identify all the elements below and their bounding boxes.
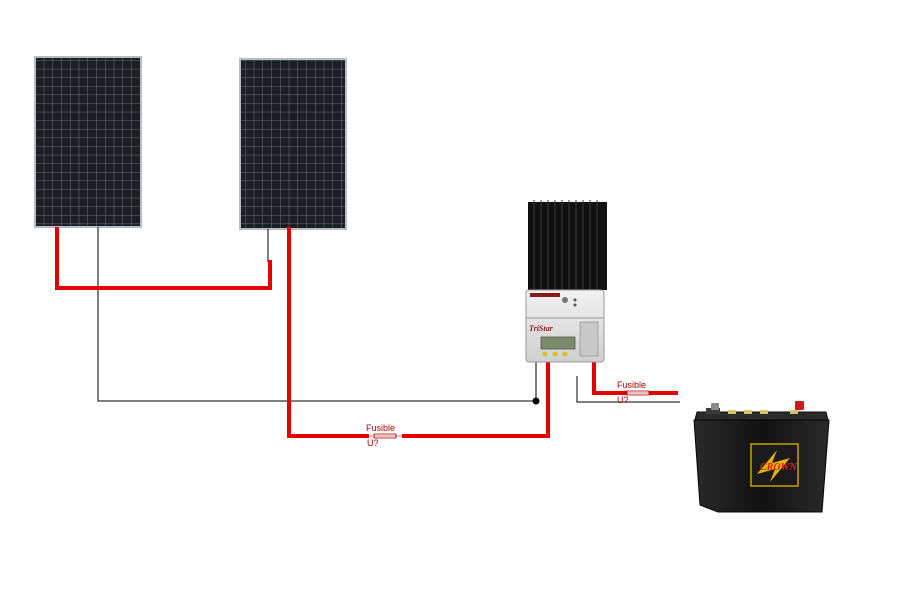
panel1-negative-wire bbox=[97, 227, 536, 402]
controller-button bbox=[542, 351, 548, 357]
fuse-ref: U? bbox=[367, 438, 379, 448]
battery-sticker bbox=[728, 410, 736, 414]
controller-button bbox=[562, 351, 568, 357]
panel-series-wire bbox=[55, 227, 272, 290]
heatsink bbox=[528, 200, 607, 290]
controller-display bbox=[540, 336, 576, 350]
controller-button bbox=[552, 351, 558, 357]
battery-brand: CROWN bbox=[760, 462, 797, 473]
controller-battery-negative-wire bbox=[576, 376, 680, 403]
solar-panel-icon bbox=[34, 56, 142, 228]
controller-led bbox=[562, 297, 568, 303]
battery-sticker bbox=[790, 410, 798, 414]
fuse-to-controller-wire bbox=[402, 359, 550, 438]
junction-dot bbox=[532, 397, 540, 405]
controller-led bbox=[573, 303, 577, 307]
battery: CROWN bbox=[693, 401, 830, 513]
solar-panel-2 bbox=[239, 58, 347, 230]
controller-to-battery-fuse-wire bbox=[592, 360, 630, 395]
controller-terminal-cover bbox=[579, 321, 599, 357]
fuse-label: Fusible bbox=[617, 380, 646, 390]
battery-sticker bbox=[760, 410, 768, 414]
pv-positive-to-fuse-wire bbox=[287, 227, 369, 438]
controller-stripe bbox=[530, 293, 560, 297]
charge-controller: TriStar bbox=[525, 200, 607, 363]
fuse-pv: Fusible U? bbox=[366, 423, 404, 448]
solar-panel-1 bbox=[34, 56, 142, 228]
fuse-battery: Fusible U? bbox=[617, 380, 655, 405]
battery-sticker bbox=[744, 410, 752, 414]
negative-terminal-icon bbox=[711, 403, 719, 410]
fuse-ref: U? bbox=[617, 395, 629, 405]
battery-logo-bolt bbox=[757, 450, 790, 482]
negative-wiring bbox=[97, 227, 680, 405]
controller-led bbox=[573, 298, 577, 302]
solar-panel-icon bbox=[239, 58, 347, 230]
positive-terminal-icon bbox=[795, 401, 804, 410]
controller-brand: TriStar bbox=[529, 324, 554, 333]
fuse-label: Fusible bbox=[366, 423, 395, 433]
battery-cap bbox=[706, 408, 720, 414]
